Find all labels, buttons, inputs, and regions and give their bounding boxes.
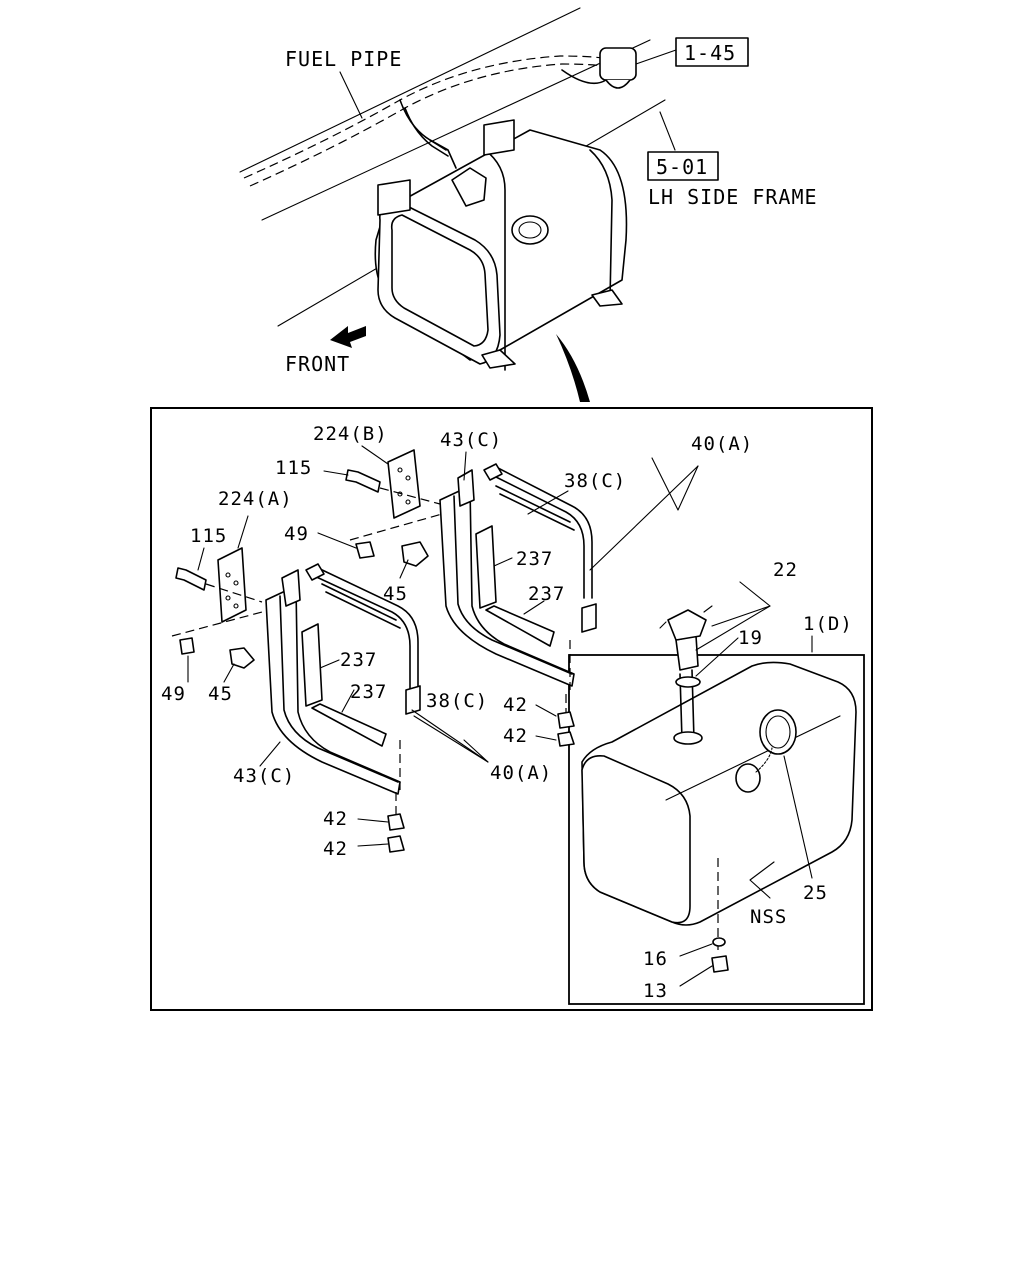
label-ref-1-45: 1-45 xyxy=(684,41,736,65)
bracket-224a xyxy=(171,547,263,669)
overview-illustration xyxy=(239,7,677,402)
ref-box-1-45 xyxy=(675,37,749,67)
label-224a: 224(A) xyxy=(218,488,293,510)
label-43c-top: 43(C) xyxy=(440,429,502,451)
label-49-top: 49 xyxy=(284,523,309,545)
label-237-b: 237 xyxy=(528,583,565,605)
label-nss: NSS xyxy=(750,906,787,928)
label-42-a: 42 xyxy=(503,694,528,716)
label-40a-top: 40(A) xyxy=(691,433,753,455)
label-38c-top: 38(C) xyxy=(564,470,626,492)
label-13: 13 xyxy=(643,980,668,1002)
leader-lines xyxy=(187,445,813,987)
label-ref-5-01: 5-01 xyxy=(656,155,708,179)
label-49-left: 49 xyxy=(161,683,186,705)
label-16: 16 xyxy=(643,948,668,970)
detail-frame xyxy=(150,407,873,1011)
label-fuel-pipe: FUEL PIPE xyxy=(285,47,402,71)
label-42-b: 42 xyxy=(503,725,528,747)
label-42-c: 42 xyxy=(323,808,348,830)
ref-box-5-01 xyxy=(647,151,719,181)
strap-assembly-right xyxy=(439,463,597,747)
label-237-d: 237 xyxy=(350,681,387,703)
label-38c-bottom: 38(C) xyxy=(426,690,488,712)
label-25: 25 xyxy=(803,882,828,904)
label-43c-bottom: 43(C) xyxy=(233,765,295,787)
label-1d: 1(D) xyxy=(803,613,853,635)
label-front: FRONT xyxy=(285,352,350,376)
label-19: 19 xyxy=(738,627,763,649)
label-115-top: 115 xyxy=(275,457,312,479)
bracket-224b xyxy=(345,449,443,567)
label-40a-bottom: 40(A) xyxy=(490,762,552,784)
label-115-left: 115 xyxy=(190,525,227,547)
strap-assembly-left xyxy=(265,563,421,853)
label-22: 22 xyxy=(773,559,798,581)
tank-subframe xyxy=(568,654,865,1005)
label-237-a: 237 xyxy=(516,548,553,570)
label-45-left: 45 xyxy=(208,683,233,705)
label-237-c: 237 xyxy=(340,649,377,671)
label-45-top: 45 xyxy=(383,583,408,605)
fuel-tank-detail xyxy=(581,605,857,973)
label-lh-side-frame: LH SIDE FRAME xyxy=(648,185,818,209)
label-42-d: 42 xyxy=(323,838,348,860)
label-224b: 224(B) xyxy=(313,423,388,445)
